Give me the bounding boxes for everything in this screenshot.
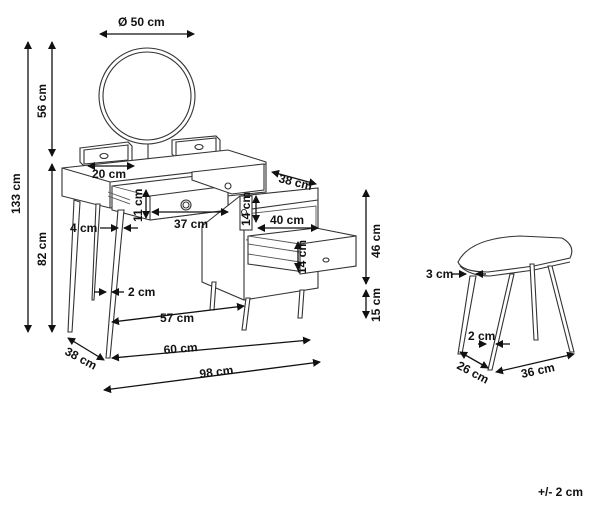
label-total-width: 98 cm <box>199 363 234 381</box>
tolerance-note: +/- 2 cm <box>538 485 583 499</box>
stool-seat <box>457 235 573 273</box>
label-lower-drawer-height: 14 cm <box>295 240 309 274</box>
label-stool-leg: 3 cm <box>426 267 453 281</box>
label-cabinet-height: 46 cm <box>369 224 383 258</box>
label-drawer-width-large: 37 cm <box>174 217 208 231</box>
label-small-drawer-width: 20 cm <box>92 167 126 181</box>
open-drawer-lower <box>247 227 357 275</box>
label-mirror-height: 56 cm <box>35 84 49 118</box>
label-shelf-width: 40 cm <box>270 213 304 227</box>
stool-leg <box>547 265 575 353</box>
label-knee-width: 57 cm <box>160 311 194 325</box>
dimension-lines <box>24 30 575 394</box>
stool <box>457 235 575 371</box>
label-drawer-height-small: 11 cm <box>131 189 145 222</box>
label-cabinet-leg-height: 15 cm <box>369 288 383 322</box>
label-stool-leg-gap: 2 cm <box>468 329 495 343</box>
mirror <box>98 47 196 160</box>
vanity-table <box>61 47 357 359</box>
label-mirror-diameter: Ø 50 cm <box>118 15 165 29</box>
stool-leg <box>487 273 515 371</box>
small-top-drawer-left <box>79 141 133 167</box>
label-stool-depth: 26 cm <box>455 358 492 386</box>
table-legs <box>67 199 305 359</box>
label-leg-thickness: 4 cm <box>70 221 97 235</box>
label-table-height: 82 cm <box>35 232 49 266</box>
label-leg-gap: 2 cm <box>128 285 155 299</box>
stool-leg <box>529 263 539 341</box>
upper-right-drawer <box>191 163 265 195</box>
label-inner-width: 60 cm <box>163 340 198 357</box>
dimension-labels: Ø 50 cm 56 cm 133 cm 82 cm 20 cm 38 cm 1… <box>9 15 583 499</box>
label-table-depth: 38 cm <box>63 344 100 372</box>
label-total-height: 133 cm <box>9 173 23 214</box>
label-shelf-height: 14 cm <box>239 192 253 226</box>
label-stool-width: 36 cm <box>520 360 556 381</box>
